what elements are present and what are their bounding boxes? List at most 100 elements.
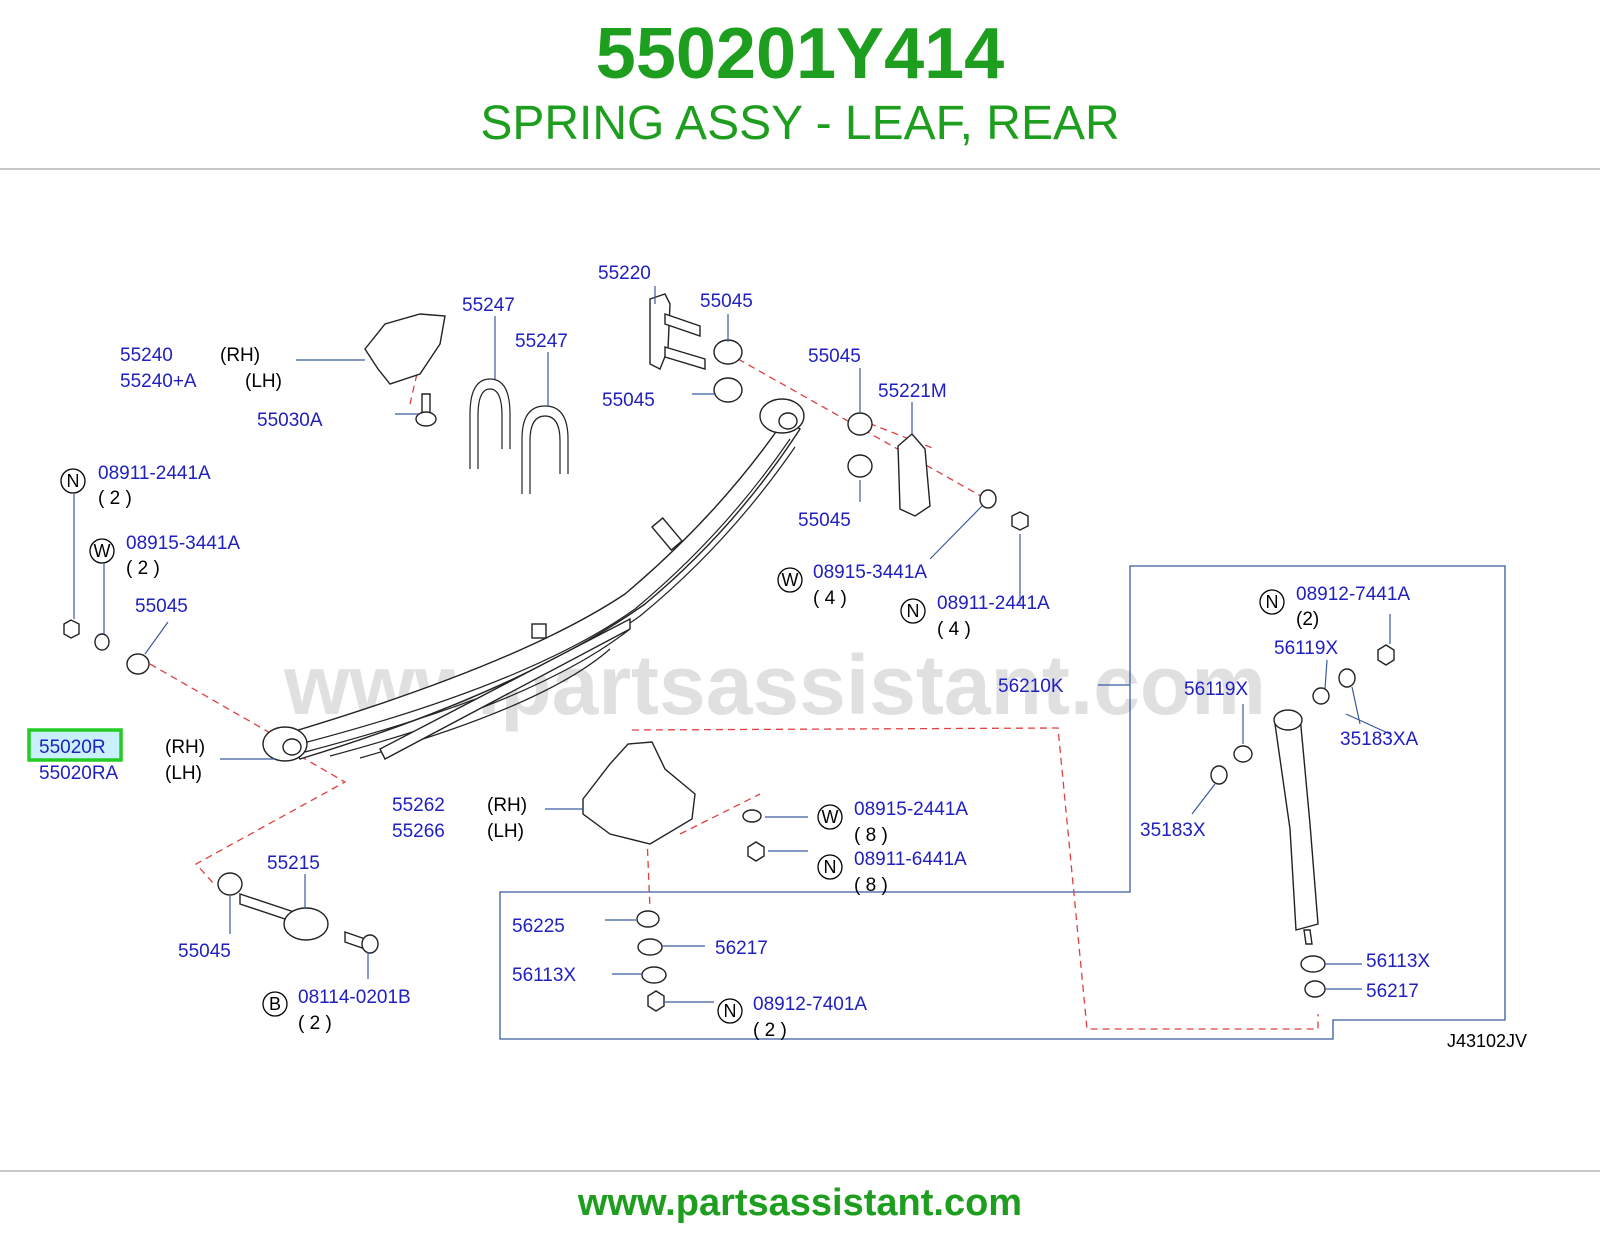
label-35183x[interactable]: 35183X (1140, 820, 1206, 841)
qty-08114-0201b: ( 2 ) (298, 1013, 332, 1034)
shock-rod-drawing (1303, 929, 1313, 945)
bushing-55045-f-drawing (217, 872, 243, 896)
nut-08911-6441a-drawing (747, 841, 765, 862)
dashed-line-front-hanger (194, 755, 347, 885)
label-35183xa[interactable]: 35183XA (1340, 729, 1419, 750)
label-55020ra-lh: (LH) (165, 763, 202, 784)
badge-n-left-text: N (67, 471, 80, 491)
shock-absorber-drawing (1274, 715, 1319, 931)
label-08114-0201b[interactable]: 08114-0201B (298, 987, 411, 1008)
label-56217-b[interactable]: 56217 (1366, 981, 1419, 1002)
label-08915-3441a-left[interactable]: 08915-3441A (126, 533, 240, 554)
label-55045-d[interactable]: 55045 (798, 510, 851, 531)
badge-w-right-text: W (782, 570, 799, 590)
qty-08912-7441a: (2) (1296, 609, 1319, 630)
dashed-line-mount-bolt (644, 788, 651, 910)
bushing-55045-e-drawing (126, 653, 150, 675)
bushing-56119x-b-drawing (1233, 745, 1253, 763)
badge-w-left (89, 538, 115, 564)
label-55240-rh: (RH) (220, 345, 260, 366)
label-55045-a[interactable]: 55045 (700, 291, 753, 312)
label-55247-a[interactable]: 55247 (462, 295, 515, 316)
bushing-56113x-a-drawing (641, 966, 667, 984)
u-bolt-2-drawing (521, 405, 569, 494)
label-55045-f[interactable]: 55045 (178, 941, 231, 962)
qty-08915-2441a: ( 8 ) (854, 825, 888, 846)
label-56113x-a[interactable]: 56113X (512, 965, 576, 986)
dashed-line-front-bushing (149, 663, 273, 735)
badge-n-shock-top-text: N (1266, 592, 1279, 612)
page-header: 550201Y414 SPRING ASSY - LEAF, REAR (0, 0, 1600, 168)
label-55045-b[interactable]: 55045 (602, 390, 655, 411)
dashed-line-plate (679, 793, 761, 835)
label-55240a[interactable]: 55240+A (120, 371, 197, 392)
label-56113x-b[interactable]: 56113X (1366, 951, 1430, 972)
label-56119x-b[interactable]: 56119X (1184, 679, 1248, 700)
washer-08915-2441a-drawing (742, 809, 762, 823)
leader-lines (73, 286, 1391, 1003)
qty-08915-3441a-left: ( 2 ) (126, 558, 160, 579)
highlighted-part-box (27, 728, 123, 762)
label-55045-c[interactable]: 55045 (808, 346, 861, 367)
label-08911-2441a-left[interactable]: 08911-2441A (98, 463, 211, 484)
label-55220[interactable]: 55220 (598, 263, 651, 284)
bushing-56119x-a-drawing (1312, 687, 1330, 705)
mount-bracket-55262-drawing (582, 741, 696, 845)
part-number-title: 550201Y414 (595, 14, 1005, 94)
label-55266-lh: (LH) (487, 821, 524, 842)
label-55045-e[interactable]: 55045 (135, 596, 188, 617)
label-55240[interactable]: 55240 (120, 345, 173, 366)
badge-n-mount (817, 854, 843, 880)
qty-08915-3441a-right: ( 4 ) (813, 588, 847, 609)
shock-absorber-kit-frame (499, 565, 1506, 1040)
label-55030a[interactable]: 55030A (257, 410, 323, 431)
badge-n-right-text: N (907, 601, 920, 621)
footer-website-url[interactable]: www.partsassistant.com (577, 1182, 1023, 1224)
label-56217-a[interactable]: 56217 (715, 938, 768, 959)
bolt-head-55030a-drawing (415, 411, 437, 427)
label-08915-3441a-right[interactable]: 08915-3441A (813, 562, 927, 583)
label-08912-7401a[interactable]: 08912-7401A (753, 994, 867, 1015)
u-bolt-1-inner-drawing (477, 388, 503, 469)
hanger-plate-55215-drawing (283, 907, 329, 941)
bushing-55045-c-drawing (847, 412, 873, 436)
label-55020r[interactable]: 55020R (39, 737, 106, 758)
label-55247-b[interactable]: 55247 (515, 331, 568, 352)
label-08911-6441a[interactable]: 08911-6441A (854, 849, 967, 870)
parts-diagram: www.partsassistant.com (0, 244, 1600, 1094)
label-55221m[interactable]: 55221M (878, 381, 947, 402)
label-55020ra[interactable]: 55020RA (39, 763, 119, 784)
nut-08912-7441a-drawing (1377, 644, 1395, 666)
label-08912-7441a[interactable]: 08912-7441A (1296, 584, 1410, 605)
diagram-reference-code: J43102JV (1447, 1031, 1527, 1051)
nut-left-drawing (63, 619, 80, 639)
bushing-55045-d-drawing (847, 454, 873, 478)
bolt-head-08114-drawing (361, 934, 379, 954)
badge-w-right (777, 567, 803, 593)
leaf-spring-drawing (262, 398, 805, 762)
label-08915-2441a[interactable]: 08915-2441A (854, 799, 968, 820)
badge-n-lower (717, 998, 743, 1024)
badge-w-mount-text: W (822, 807, 839, 827)
bushing-56113x-b-drawing (1300, 955, 1326, 973)
label-55266[interactable]: 55266 (392, 821, 445, 842)
label-56210k[interactable]: 56210K (998, 676, 1064, 697)
bushing-55045-b-drawing (713, 377, 743, 403)
label-55262-rh: (RH) (487, 795, 527, 816)
label-08911-2441a-right[interactable]: 08911-2441A (937, 593, 1050, 614)
nut-right-drawing (1011, 511, 1029, 531)
shackle-plate-55221m-drawing (897, 433, 931, 517)
label-55262[interactable]: 55262 (392, 795, 445, 816)
label-56119x-a[interactable]: 56119X (1274, 638, 1338, 659)
shock-top-eye-drawing (1273, 709, 1303, 731)
badge-n-lower-text: N (724, 1001, 737, 1021)
label-55215[interactable]: 55215 (267, 853, 320, 874)
qty-08911-2441a-left: ( 2 ) (98, 488, 132, 509)
label-56225[interactable]: 56225 (512, 916, 565, 937)
shackle-pin-lower-drawing (664, 346, 706, 370)
parts-diagram-svg: www.partsassistant.com (27, 263, 1527, 1051)
bushing-55045-a-drawing (713, 339, 743, 365)
washer-35183xa-drawing (1338, 668, 1356, 688)
washer-right-drawing (979, 489, 997, 509)
footer-divider (0, 1170, 1600, 1172)
